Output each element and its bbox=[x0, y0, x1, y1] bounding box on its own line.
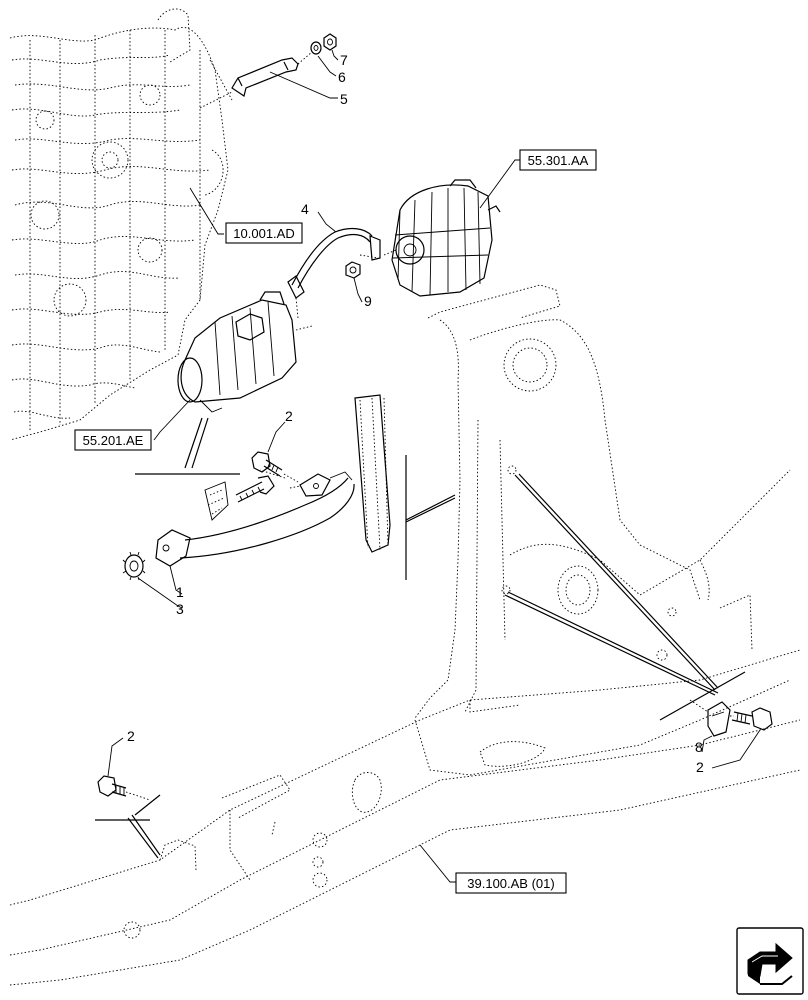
nut-part-7 bbox=[323, 33, 337, 51]
reference-starter-label: 55.201.AE bbox=[83, 433, 144, 448]
bolt-part-2-lower-right bbox=[730, 707, 773, 731]
alternator-assembly bbox=[359, 179, 501, 297]
callout-1: 1 bbox=[176, 584, 184, 600]
callout-5: 5 bbox=[340, 91, 348, 107]
main-frame-rail bbox=[9, 649, 801, 986]
forward-arrow-icon[interactable] bbox=[736, 927, 804, 995]
bracket-part-5 bbox=[199, 51, 313, 109]
side-panel bbox=[354, 394, 407, 580]
bolt-part-2-upper bbox=[251, 451, 299, 483]
callout-7: 7 bbox=[340, 52, 348, 68]
reference-frame[interactable]: 39.100.AB (01) bbox=[455, 872, 567, 894]
reference-alternator[interactable]: 55.301.AA bbox=[519, 149, 597, 171]
callout-4: 4 bbox=[301, 201, 309, 217]
reference-alternator-label: 55.301.AA bbox=[528, 153, 589, 168]
callout-2-lower-left: 2 bbox=[127, 728, 135, 744]
engine-assembly bbox=[9, 8, 233, 441]
starter-motor-assembly bbox=[177, 291, 313, 413]
mounting-plate bbox=[204, 481, 229, 521]
bolt-part-2-lower-left bbox=[97, 775, 151, 801]
leader-lines bbox=[95, 49, 761, 883]
washer-part-3 bbox=[122, 551, 146, 581]
reference-frame-label: 39.100.AB (01) bbox=[467, 876, 554, 891]
nut-part-9 bbox=[345, 261, 361, 279]
callout-2-lower-right: 2 bbox=[696, 759, 704, 775]
cable-part-4 bbox=[287, 227, 381, 319]
ground-strap-part-1 bbox=[155, 469, 355, 567]
reference-engine-label: 10.001.AD bbox=[233, 226, 294, 241]
callout-6: 6 bbox=[338, 69, 346, 85]
reference-starter[interactable]: 55.201.AE bbox=[74, 429, 152, 451]
callout-3: 3 bbox=[176, 601, 184, 617]
frame-bracket bbox=[414, 284, 791, 719]
reference-engine[interactable]: 10.001.AD bbox=[225, 222, 303, 244]
bolt-near-strap bbox=[235, 475, 275, 503]
callout-2-upper: 2 bbox=[285, 408, 293, 424]
clip-part-8 bbox=[689, 699, 731, 737]
washer-part-6 bbox=[310, 41, 322, 55]
callout-8: 8 bbox=[695, 739, 703, 755]
callout-9: 9 bbox=[364, 293, 372, 309]
